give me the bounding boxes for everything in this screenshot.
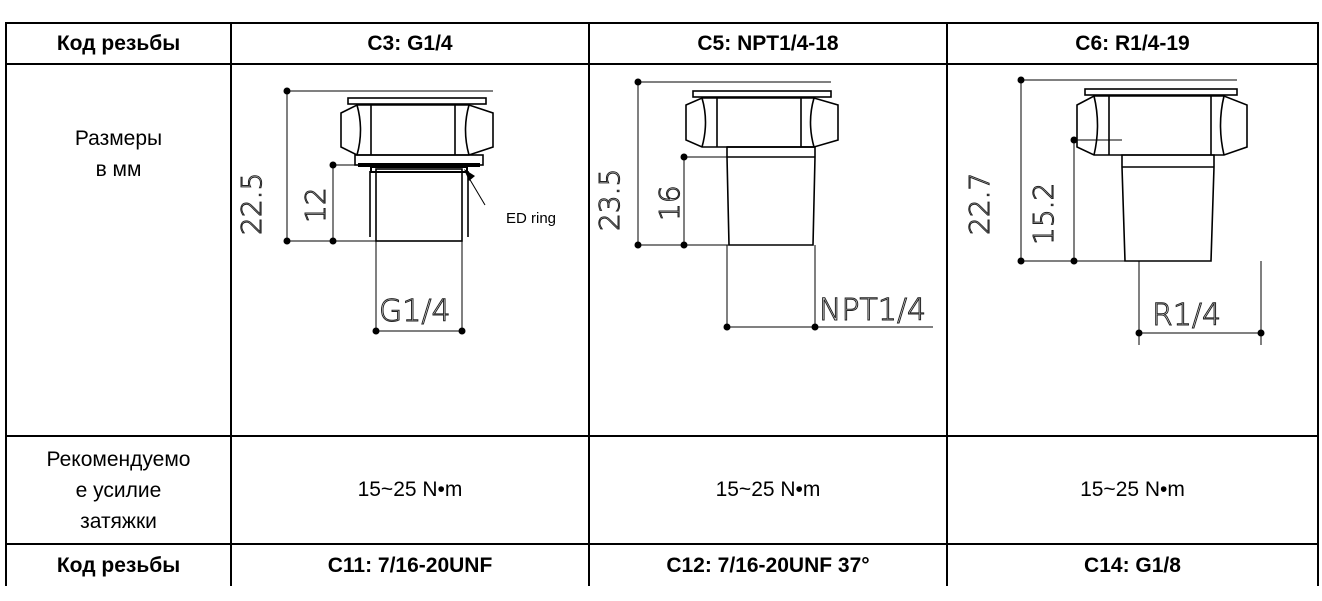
code-c6: C6: R1/4-19 [946,22,1319,65]
code-c12: C12: 7/16-20UNF 37° [588,543,948,586]
ed-ring-note: ED ring [506,210,556,227]
dim-overall-c5: 23.5 [593,169,626,231]
thread-spec-table: Код резьбы C3: G1/4 C5: NPT1/4-18 C6: R1… [5,22,1319,586]
fitting-drawing-c6: 22.7 15.2 R1/4 [963,76,1265,345]
code-c5: C5: NPT1/4-18 [588,22,948,65]
torque-c5: 15~25 N•m [588,435,948,545]
code-c3: C3: G1/4 [230,22,590,65]
header-row: Код резьбы C3: G1/4 C5: NPT1/4-18 C6: R1… [5,22,1319,65]
fitting-drawing-c5: 23.5 16 NPT1/4 [593,78,933,331]
code-c14: C14: G1/8 [946,543,1319,586]
torque-label-line2: е усилие [75,478,162,502]
torque-row: Рекомендуемо е усилие затяжки 15~25 N•m … [5,435,1319,545]
code-c11: C11: 7/16-20UNF [230,543,590,586]
torque-label-cell: Рекомендуемо е усилие затяжки [5,435,232,545]
thread-code-header-2: Код резьбы [5,543,232,586]
dimensions-row: Размеры в мм [5,63,1319,437]
thread-label-c6: R1/4 [1152,298,1221,333]
torque-c6: 15~25 N•m [946,435,1319,545]
dimensions-label-line2: в мм [95,158,142,181]
thread-code-header: Код резьбы [5,22,232,65]
dimensions-label-line1: Размеры [74,127,163,150]
torque-c3: 15~25 N•m [230,435,590,545]
dim-thread-c6: 15.2 [1027,183,1060,245]
drawing-c6-cell: 22.7 15.2 R1/4 [946,63,1319,437]
dimensions-label-cell: Размеры в мм [5,63,232,437]
torque-label-line3: затяжки [80,509,157,533]
thread-label-c5: NPT1/4 [819,293,926,328]
drawing-c3-cell: 22.5 12 G1/4 ED ring [230,63,590,437]
thread-label-c3: G1/4 [379,294,451,329]
fitting-drawing-c3: 22.5 12 G1/4 ED ring [235,87,556,335]
dim-overall-c3: 22.5 [235,173,268,235]
dim-overall-c6: 22.7 [963,173,996,235]
torque-label-line1: Рекомендуемо [46,447,191,471]
dim-thread-c5: 16 [653,185,686,221]
drawing-c5-cell: 23.5 16 NPT1/4 [588,63,948,437]
header-row-2: Код резьбы C11: 7/16-20UNF C12: 7/16-20U… [5,543,1319,586]
dim-thread-c3: 12 [299,187,332,223]
